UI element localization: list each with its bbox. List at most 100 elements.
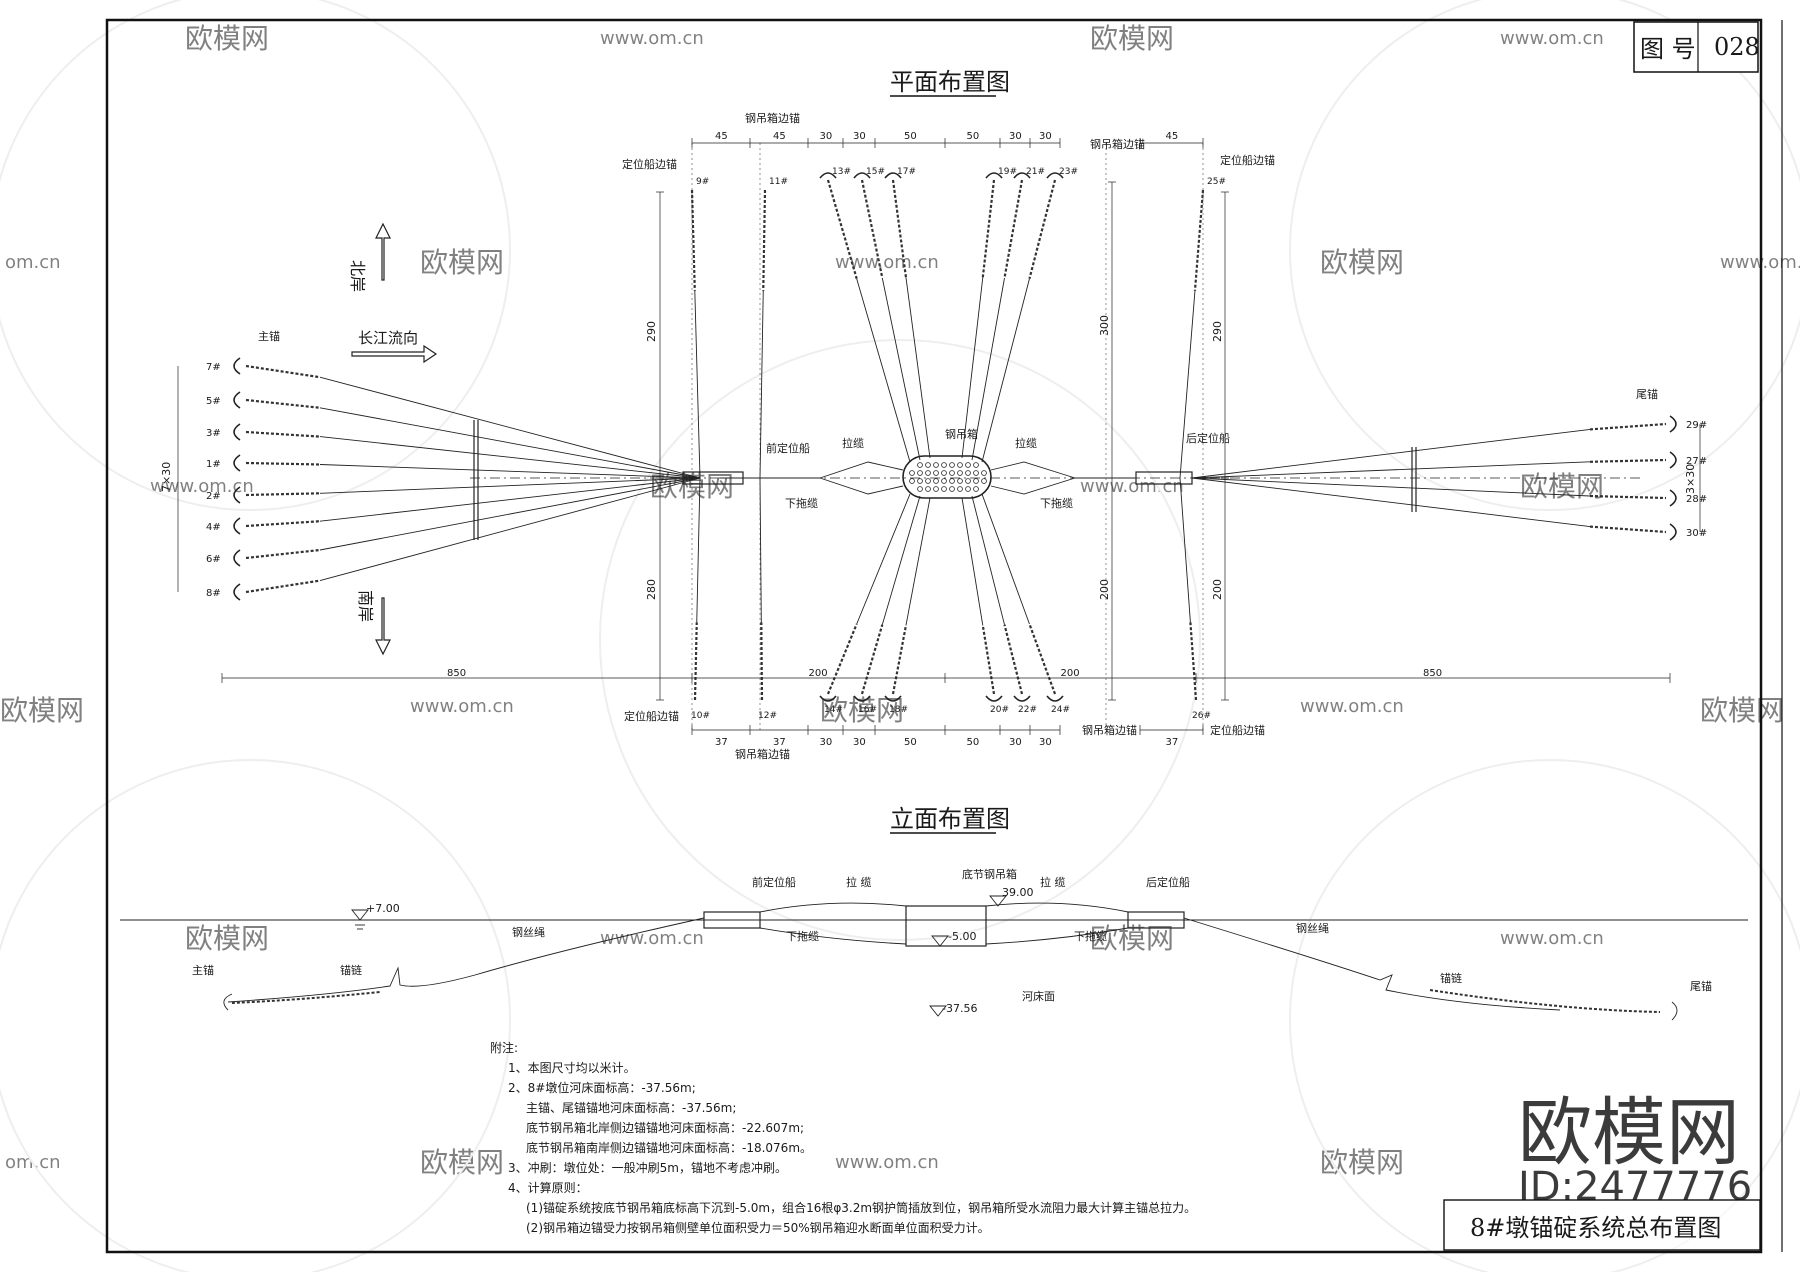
- anchor-icon: [1013, 695, 1031, 702]
- anchor-icon: [1046, 172, 1064, 179]
- anchor-cable: [981, 493, 1030, 625]
- anchor-number: 1#: [206, 459, 221, 470]
- anchor-cable: [905, 497, 931, 626]
- anchor-chain: [1028, 623, 1057, 695]
- steel-casing-dot: [925, 478, 931, 484]
- riverbed-marker-icon: [929, 1005, 947, 1017]
- watermark-url: www.om.cn: [1080, 476, 1184, 497]
- pull-cable-left: [819, 461, 904, 495]
- dim-text: 200: [809, 668, 828, 679]
- anchor-number: 7#: [206, 362, 221, 373]
- watermark-brand: 欧模网: [1320, 246, 1404, 279]
- dim-text: 50: [904, 737, 917, 748]
- anchor-cable: [856, 278, 911, 463]
- anchor-chain: [245, 492, 321, 497]
- anchor-number: 30#: [1686, 528, 1707, 539]
- elev-wire-rope-right: 钢丝绳: [1296, 921, 1329, 935]
- anchor-cable: [1179, 477, 1191, 623]
- steel-casing-dot: [917, 486, 923, 492]
- anchor-number: 12#: [758, 711, 777, 721]
- anchor-number: 19#: [998, 167, 1017, 177]
- dim-left-spread: 7×30: [160, 462, 173, 492]
- elev-rear-box: 后定位船: [1146, 875, 1190, 889]
- watermark-brand-large: 欧模网: [1518, 1090, 1740, 1176]
- dim-text: 200: [1061, 668, 1080, 679]
- tail-anchor-icon: [1669, 523, 1677, 541]
- steel-casing-dot: [925, 470, 931, 476]
- anchor-chain: [1589, 458, 1667, 463]
- label-tail-anchor: 尾锚: [1636, 387, 1658, 401]
- anchor-chain: [245, 430, 321, 438]
- anchor-chain: [693, 622, 698, 701]
- anchor-number: 21#: [1026, 167, 1045, 177]
- label-front-box: 前定位船: [766, 441, 810, 455]
- anchor-icon: [819, 172, 837, 179]
- anchor-number: 10#: [691, 711, 710, 721]
- anchor-chain: [891, 179, 908, 278]
- anchor-icon: [985, 695, 1003, 702]
- main-anchor-icon: [233, 357, 241, 375]
- anchor-chain: [1589, 494, 1667, 500]
- elev-chain-left: [231, 991, 381, 1004]
- watermark-url: www.om.cn: [835, 1152, 939, 1173]
- anchor-number: 27#: [1686, 456, 1707, 467]
- label-rear-box: 后定位船: [1186, 431, 1230, 445]
- steel-casing-dot: [909, 470, 915, 476]
- label-flow-direction: 长江流向: [358, 329, 418, 347]
- anchor-cable: [1191, 477, 1591, 528]
- elev-lower-cable-left: [759, 927, 907, 945]
- watermark-brand: 欧模网: [0, 694, 84, 727]
- steel-casing-dot: [973, 462, 979, 468]
- label-positioning-anchor-tl: 定位船边锚: [622, 157, 677, 171]
- rear-positioning-box: [1135, 471, 1193, 485]
- elev-wire-rope-right: [1183, 917, 1561, 1011]
- label-positioning-anchor-tr: 定位船边锚: [1220, 153, 1275, 167]
- steel-casing-dot: [933, 462, 939, 468]
- steel-casing-dot: [917, 478, 923, 484]
- steel-box: [902, 455, 992, 499]
- anchor-cable: [319, 376, 701, 479]
- watermark-brand: 欧模网: [1090, 22, 1174, 55]
- elevation-labels: +7.00 39.00 -5.00 -37.56 河床面 前定位船 后定位船 底…: [192, 867, 1712, 1015]
- steel-casing-dot: [925, 462, 931, 468]
- drawing-number-label: 图 号: [1640, 35, 1696, 63]
- anchor-cable: [961, 497, 984, 626]
- anchor-cable: [319, 464, 701, 479]
- anchor-cable: [319, 477, 701, 582]
- steel-casing-dot: [965, 478, 971, 484]
- dim-text: 30: [1009, 737, 1022, 748]
- anchor-cable: [1191, 461, 1591, 479]
- flow-arrow-icon: [351, 344, 438, 364]
- dim-text: 45: [715, 131, 728, 142]
- anchor-chain: [1028, 179, 1057, 279]
- north-arrow-icon: [375, 222, 391, 281]
- anchor-chain: [860, 179, 884, 279]
- main-anchor-icon: [233, 583, 241, 601]
- label-box-anchor-bl: 钢吊箱边锚: [735, 747, 790, 761]
- anchor-number: 15#: [866, 167, 885, 177]
- watermark-url: www.om.cn: [410, 696, 514, 717]
- anchor-chain: [690, 189, 696, 291]
- dim-vert-right-upper: 290: [1211, 321, 1224, 342]
- dim-text: 30: [1039, 131, 1052, 142]
- elev-rear-positioning-box: [1127, 911, 1185, 929]
- dim-vert-mid-lower: 200: [1098, 579, 1111, 600]
- watermark-url: www.om.cn: [600, 28, 704, 49]
- anchor-chain: [860, 624, 884, 695]
- dim-text: 30: [1039, 737, 1052, 748]
- dim-text: 30: [820, 131, 833, 142]
- steel-casing-dot: [981, 478, 987, 484]
- steel-casing-dot: [917, 462, 923, 468]
- steel-casing-dot: [949, 478, 955, 484]
- label-north: 北岸: [348, 260, 367, 292]
- elev-front-box: 前定位船: [752, 875, 796, 889]
- anchor-number: 23#: [1059, 167, 1078, 177]
- steel-casing-dot: [973, 470, 979, 476]
- anchor-number: 17#: [897, 167, 916, 177]
- elev-lower-cable-right: [985, 927, 1129, 945]
- steel-casing-dot: [965, 462, 971, 468]
- watermark-brand: 欧模网: [1520, 470, 1604, 503]
